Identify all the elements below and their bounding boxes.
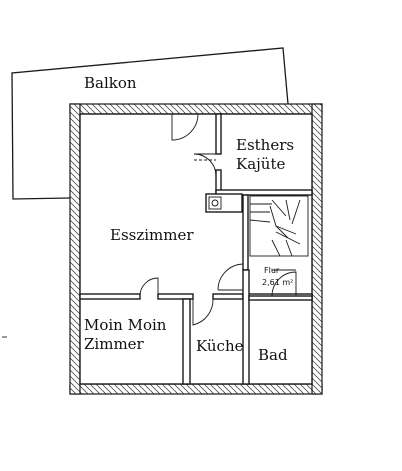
label-esthers-line2: Kajüte xyxy=(236,155,285,173)
outer-walls xyxy=(69,103,323,395)
label-moin-line2: Zimmer xyxy=(84,335,145,353)
label-moin-line1: Moin Moin xyxy=(84,316,167,334)
label-flur-line2: 2,61 m² xyxy=(262,278,293,287)
label-kueche: Küche xyxy=(196,337,244,355)
label-balkon: Balkon xyxy=(84,74,137,92)
label-flur-line1: Flur xyxy=(264,266,280,275)
door-swings xyxy=(139,113,297,326)
staircase xyxy=(249,195,309,257)
balcony-outline xyxy=(11,47,289,200)
label-esszimmer: Esszimmer xyxy=(110,226,194,244)
label-bad: Bad xyxy=(258,346,288,364)
interior-walls xyxy=(79,113,313,385)
label-esthers-line1: Esthers xyxy=(236,136,294,154)
